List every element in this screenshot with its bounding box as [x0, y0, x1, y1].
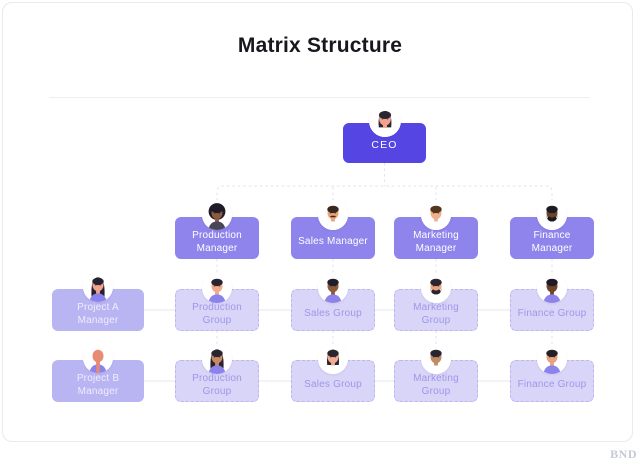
avatar-man-beard — [421, 273, 451, 303]
node-label: Sales Group — [304, 379, 362, 391]
node-label: Marketing Group — [413, 302, 459, 326]
node-label: Finance Manager — [531, 230, 573, 254]
avatar-man-medium-skin — [421, 344, 451, 374]
node-project-b-manager: Project B Manager — [52, 343, 144, 402]
node-marketing-manager: Marketing Manager — [394, 200, 478, 259]
node-label: Production Manager — [192, 230, 242, 254]
node-production-group-a: Production Group — [175, 273, 259, 331]
page-title: Matrix Structure — [237, 34, 403, 57]
avatar-woman-bob — [318, 344, 348, 374]
node-marketing-group-b: Marketing Group — [394, 344, 478, 402]
node-sales-group-a: Sales Group — [291, 273, 375, 331]
node-sales-group-b: Sales Group — [291, 344, 375, 402]
node-label: CEO — [371, 139, 398, 152]
node-label: Project A Manager — [77, 302, 119, 326]
node-project-a-manager: Project A Manager — [52, 272, 144, 331]
avatar-woman-medium-skin — [202, 344, 232, 374]
node-sales-manager: Sales Manager — [291, 200, 375, 259]
node-marketing-group-a: Marketing Group — [394, 273, 478, 331]
node-finance-manager: Finance Manager — [510, 200, 594, 259]
avatar-woman-long-hair — [83, 272, 113, 302]
avatar-man-mustache — [318, 200, 348, 230]
avatar-man-light-skin — [202, 273, 232, 303]
avatar-person-dark-skin — [537, 273, 567, 303]
avatar-man-brown-hair — [421, 200, 451, 230]
node-finance-group-a: Finance Group — [510, 273, 594, 331]
watermark: BND — [610, 447, 637, 461]
node-label: Marketing Group — [413, 373, 459, 397]
avatar-man-beard-dark-skin — [537, 200, 567, 230]
node-production-manager: Production Manager — [175, 200, 259, 259]
avatar-man-light-skin-2 — [537, 344, 567, 374]
avatar-woman-dark-bob — [368, 105, 401, 137]
node-label: Production Group — [192, 373, 242, 397]
node-label: Production Group — [192, 302, 242, 326]
node-label: Project B Manager — [76, 373, 120, 397]
node-label: Marketing Manager — [413, 230, 459, 254]
node-ceo: CEO — [343, 105, 426, 163]
node-label: Sales Group — [304, 308, 362, 320]
node-finance-group-b: Finance Group — [510, 344, 594, 402]
avatar-man-dark-skin — [318, 273, 348, 303]
avatar-woman-afro — [202, 200, 232, 230]
node-label: Sales Manager — [298, 236, 368, 248]
node-label: Finance Group — [517, 308, 587, 320]
node-production-group-b: Production Group — [175, 344, 259, 402]
node-label: Finance Group — [517, 379, 587, 391]
divider — [49, 97, 590, 98]
avatar-person-silhouette — [83, 343, 113, 373]
